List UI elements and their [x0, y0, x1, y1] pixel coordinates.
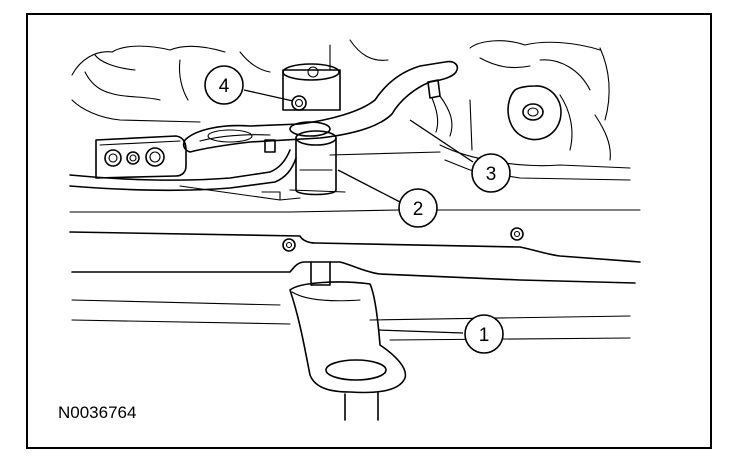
callout-1-circle — [464, 314, 504, 354]
wiring-harness — [69, 139, 301, 201]
callout-1-label: 1 — [479, 325, 490, 346]
callout-leaders — [243, 89, 474, 334]
callout-4: 4 — [204, 65, 244, 105]
callout-1: 1 — [464, 314, 504, 354]
figure-border — [26, 13, 712, 449]
figure-code: N0036764 — [58, 403, 136, 422]
callout-3-label: 3 — [486, 164, 497, 185]
callout-2-circle — [398, 188, 438, 228]
left-bracket — [95, 135, 187, 179]
selector-shaft — [289, 130, 346, 196]
callout-4-circle — [204, 65, 244, 105]
callout-2-label: 2 — [413, 199, 424, 220]
callout-2: 2 — [398, 188, 438, 228]
callout-3: 3 — [471, 153, 511, 193]
shift-lever-assembly — [182, 60, 459, 153]
retaining-nut — [282, 63, 341, 111]
callout-4-label: 4 — [219, 76, 230, 97]
manual-lever — [289, 261, 407, 421]
callout-3-circle — [471, 153, 511, 193]
